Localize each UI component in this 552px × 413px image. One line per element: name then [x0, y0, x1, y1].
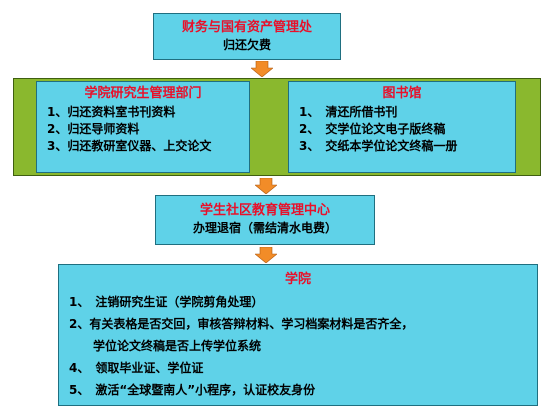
- library-item-1: 1、 清还所借书刊: [299, 105, 398, 119]
- college-item-4: 4、 领取毕业证、学位证: [69, 361, 204, 375]
- college-dept-item-2: 2、归还导师资料: [47, 122, 140, 136]
- college-item-2: 2、有关表格是否交回，审核答辩材料、学习档案材料是否齐全，: [69, 317, 414, 331]
- community-center-box: 学生社区教育管理中心 办理退宿（需结清水电费）: [155, 195, 375, 245]
- college-item-5: 5、 激活“全球暨南人”小程序，认证校友身份: [69, 383, 316, 397]
- finance-office-box: 财务与国有资产管理处 归还欠费: [153, 13, 341, 60]
- community-center-task: 办理退宿（需结清水电费）: [192, 221, 337, 235]
- finance-office-title: 财务与国有资产管理处: [181, 20, 312, 35]
- college-dept-item-3: 3、归还教研室仪器、上交论文: [47, 139, 212, 153]
- college-dept-box: 学院研究生管理部门 1、归还资料室书刊资料 2、归还导师资料 3、归还教研室仪器…: [36, 81, 250, 173]
- down-arrow-3: [255, 247, 277, 263]
- library-item-2: 2、 交学位论文电子版终稿: [299, 122, 446, 136]
- down-arrow-1: [251, 61, 273, 77]
- college-item-2-cont: 学位论文终稿是否上传学位系统: [69, 339, 262, 353]
- library-item-3: 3、 交纸本学位论文终稿一册: [299, 139, 458, 153]
- finance-office-task: 归还欠费: [222, 38, 271, 52]
- college-box: 学院 1、 注销研究生证（学院剪角处理） 2、有关表格是否交回，审核答辩材料、学…: [58, 264, 538, 406]
- college-item-1: 1、 注销研究生证（学院剪角处理）: [69, 295, 264, 309]
- college-title: 学院: [284, 272, 311, 287]
- community-center-title: 学生社区教育管理中心: [199, 203, 330, 218]
- library-box: 图书馆 1、 清还所借书刊 2、 交学位论文电子版终稿 3、 交纸本学位论文终稿…: [288, 81, 516, 173]
- library-title: 图书馆: [382, 86, 422, 101]
- college-dept-title: 学院研究生管理部门: [84, 86, 202, 101]
- down-arrow-2: [255, 178, 277, 194]
- college-dept-item-1: 1、归还资料室书刊资料: [47, 105, 176, 119]
